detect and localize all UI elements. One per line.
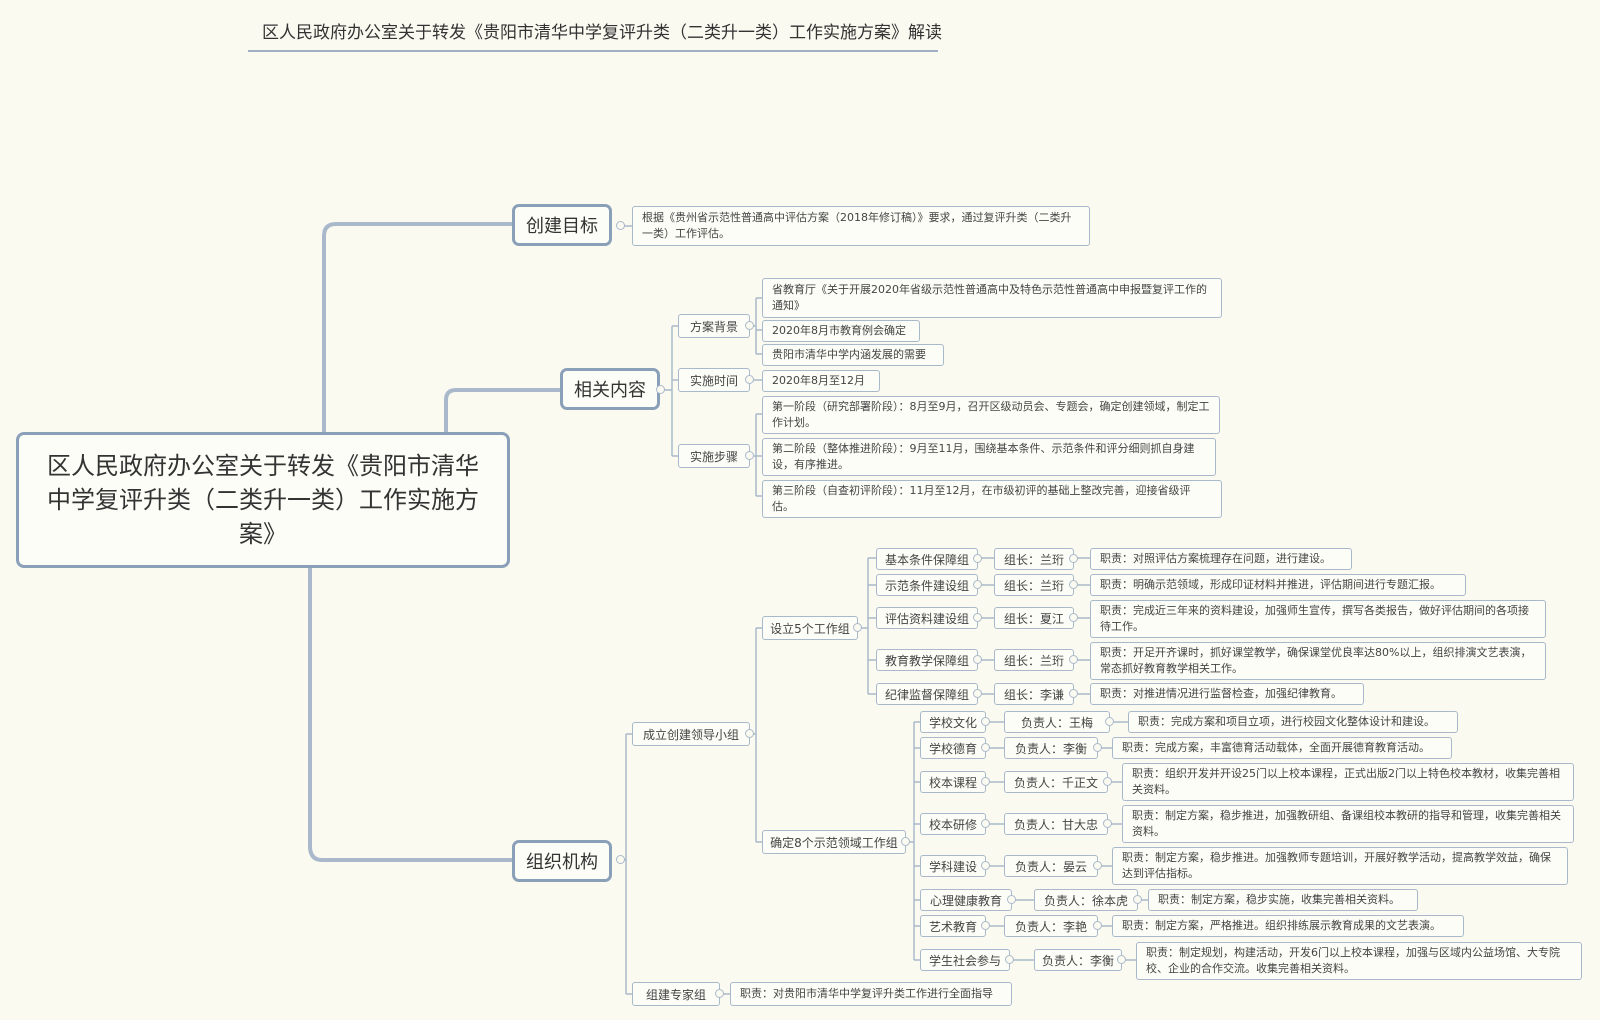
field-duty[interactable]: 职责：制定方案，严格推进。组织排练展示教育成果的文艺表演。 [1112,915,1464,937]
field-name[interactable]: 艺术教育 [920,915,986,937]
step-item[interactable]: 第一阶段（研究部署阶段）：8月至9月，召开区级动员会、专题会，确定创建领域，制定… [762,396,1220,434]
collapse-toggle-icon[interactable] [981,921,990,930]
field-duty[interactable]: 职责：组织开发并开设25门以上校本课程，正式出版2门以上特色校本教材，收集完善相… [1122,763,1574,801]
collapse-toggle-icon[interactable] [981,717,990,726]
background-item[interactable]: 2020年8月市教育例会确定 [762,320,920,342]
collapse-toggle-icon[interactable] [853,623,862,632]
field-leader[interactable]: 负责人：甘大忠 [1004,813,1108,835]
collapse-toggle-icon[interactable] [981,819,990,828]
collapse-toggle-icon[interactable] [616,221,625,230]
collapse-toggle-icon[interactable] [1093,861,1102,870]
field-leader[interactable]: 负责人：徐本虎 [1034,889,1138,911]
field-leader[interactable]: 负责人：王梅 [1004,711,1110,733]
group-name[interactable]: 基本条件保障组 [876,548,978,570]
field-duty[interactable]: 职责：完成方案，丰富德育活动载体，全面开展德育教育活动。 [1112,737,1452,759]
collapse-toggle-icon[interactable] [745,375,754,384]
field-duty[interactable]: 职责：制定方案，稳步推进，加强教研组、备课组校本教研的指导和管理，收集完善相关资… [1122,805,1574,843]
group-duty[interactable]: 职责：开足开齐课时，抓好课堂教学，确保课堂优良率达80%以上，组织排演文艺表演，… [1090,642,1546,680]
field-name[interactable]: 学校德育 [920,737,986,759]
collapse-toggle-icon[interactable] [1103,777,1112,786]
step-item[interactable]: 第二阶段（整体推进阶段）：9月至11月，围绕基本条件、示范条件和评分细则抓自身建… [762,438,1216,476]
subtopic-five-groups[interactable]: 设立5个工作组 [762,616,858,640]
collapse-toggle-icon[interactable] [1117,955,1126,964]
field-leader[interactable]: 负责人：千正文 [1004,771,1108,793]
group-leader[interactable]: 组长：兰珩 [994,574,1074,596]
subtopic-background[interactable]: 方案背景 [678,314,750,338]
experts-duty[interactable]: 职责：对贵阳市清华中学复评升类工作进行全面指导 [730,982,1012,1006]
collapse-toggle-icon[interactable] [1133,895,1142,904]
collapse-toggle-icon[interactable] [1105,717,1114,726]
collapse-toggle-icon[interactable] [1069,580,1078,589]
group-name[interactable]: 教育教学保障组 [876,649,978,671]
collapse-toggle-icon[interactable] [1007,895,1016,904]
collapse-toggle-icon[interactable] [1103,819,1112,828]
collapse-toggle-icon[interactable] [973,580,982,589]
topic-related[interactable]: 相关内容 [560,368,660,410]
field-name[interactable]: 校本研修 [920,813,986,835]
subtopic-leadership[interactable]: 成立创建领导小组 [632,722,750,746]
field-leader[interactable]: 负责人：李艳 [1004,915,1098,937]
field-name[interactable]: 校本课程 [920,771,986,793]
field-duty[interactable]: 职责：制定规划，构建活动，开发6门以上校本课程，加强与区域内公益场馆、大专院校、… [1136,942,1582,980]
group-duty[interactable]: 职责：对推进情况进行监督检查，加强纪律教育。 [1090,683,1364,705]
group-duty[interactable]: 职责：对照评估方案梳理存在问题，进行建设。 [1090,548,1352,570]
collapse-toggle-icon[interactable] [981,743,990,752]
collapse-toggle-icon[interactable] [981,777,990,786]
collapse-toggle-icon[interactable] [745,729,754,738]
group-name[interactable]: 评估资料建设组 [876,607,978,629]
background-item[interactable]: 贵阳市清华中学内涵发展的需要 [762,344,944,366]
step-item[interactable]: 第三阶段（自查初评阶段）：11月至12月，在市级初评的基础上整改完善，迎接省级评… [762,480,1222,518]
collapse-toggle-icon[interactable] [901,837,910,846]
subtopic-time[interactable]: 实施时间 [678,368,750,392]
group-leader[interactable]: 组长：兰珩 [994,548,1074,570]
collapse-toggle-icon[interactable] [973,613,982,622]
central-topic[interactable]: 区人民政府办公室关于转发《贵阳市清华中学复评升类（二类升一类）工作实施方案》 [16,432,510,568]
collapse-toggle-icon[interactable] [1069,689,1078,698]
collapse-toggle-icon[interactable] [715,989,724,998]
field-name[interactable]: 学校文化 [920,711,986,733]
field-duty[interactable]: 职责：制定方案，稳步实施，收集完善相关资料。 [1148,889,1418,911]
background-item[interactable]: 省教育厅《关于开展2020年省级示范性普通高中及特色示范性普通高中申报暨复评工作… [762,278,1222,318]
collapse-toggle-icon[interactable] [1069,655,1078,664]
group-name[interactable]: 纪律监督保障组 [876,683,978,705]
collapse-toggle-icon[interactable] [1005,955,1014,964]
collapse-toggle-icon[interactable] [973,655,982,664]
group-leader[interactable]: 组长：兰珩 [994,649,1074,671]
group-name[interactable]: 示范条件建设组 [876,574,978,596]
collapse-toggle-icon[interactable] [973,554,982,563]
field-name[interactable]: 心理健康教育 [920,889,1012,911]
map-title: 区人民政府办公室关于转发《贵阳市清华中学复评升类（二类升一类）工作实施方案》解读 [248,14,942,52]
collapse-toggle-icon[interactable] [1069,613,1078,622]
subtopic-eight-groups[interactable]: 确定8个示范领域工作组 [762,830,906,854]
subtopic-steps[interactable]: 实施步骤 [678,444,750,468]
topic-goal[interactable]: 创建目标 [512,204,612,246]
collapse-toggle-icon[interactable] [656,385,665,394]
group-duty[interactable]: 职责：明确示范领域，形成印证材料并推进，评估期间进行专题汇报。 [1090,574,1466,596]
collapse-toggle-icon[interactable] [973,689,982,698]
collapse-toggle-icon[interactable] [1093,743,1102,752]
time-text[interactable]: 2020年8月至12月 [762,370,880,392]
collapse-toggle-icon[interactable] [1093,921,1102,930]
collapse-toggle-icon[interactable] [745,451,754,460]
goal-text[interactable]: 根据《贵州省示范性普通高中评估方案（2018年修订稿）》要求，通过复评升类（二类… [632,206,1090,246]
collapse-toggle-icon[interactable] [1069,554,1078,563]
field-name[interactable]: 学生社会参与 [920,949,1010,971]
collapse-toggle-icon[interactable] [981,861,990,870]
subtopic-experts[interactable]: 组建专家组 [632,982,720,1006]
field-leader[interactable]: 负责人：晏云 [1004,855,1098,877]
topic-org[interactable]: 组织机构 [512,840,612,882]
group-leader[interactable]: 组长：李谦 [994,683,1074,705]
group-leader[interactable]: 组长：夏江 [994,607,1074,629]
field-duty[interactable]: 职责：完成方案和项目立项，进行校园文化整体设计和建设。 [1128,711,1458,733]
field-leader[interactable]: 负责人：李衡 [1004,737,1098,759]
collapse-toggle-icon[interactable] [745,321,754,330]
field-name[interactable]: 学科建设 [920,855,986,877]
field-leader[interactable]: 负责人：李衡 [1034,949,1122,971]
group-duty[interactable]: 职责：完成近三年来的资料建设，加强师生宣传，撰写各类报告，做好评估期间的各项接待… [1090,600,1546,638]
collapse-toggle-icon[interactable] [616,855,625,864]
field-duty[interactable]: 职责：制定方案，稳步推进。加强教师专题培训，开展好教学活动，提高教学效益，确保达… [1112,847,1568,885]
